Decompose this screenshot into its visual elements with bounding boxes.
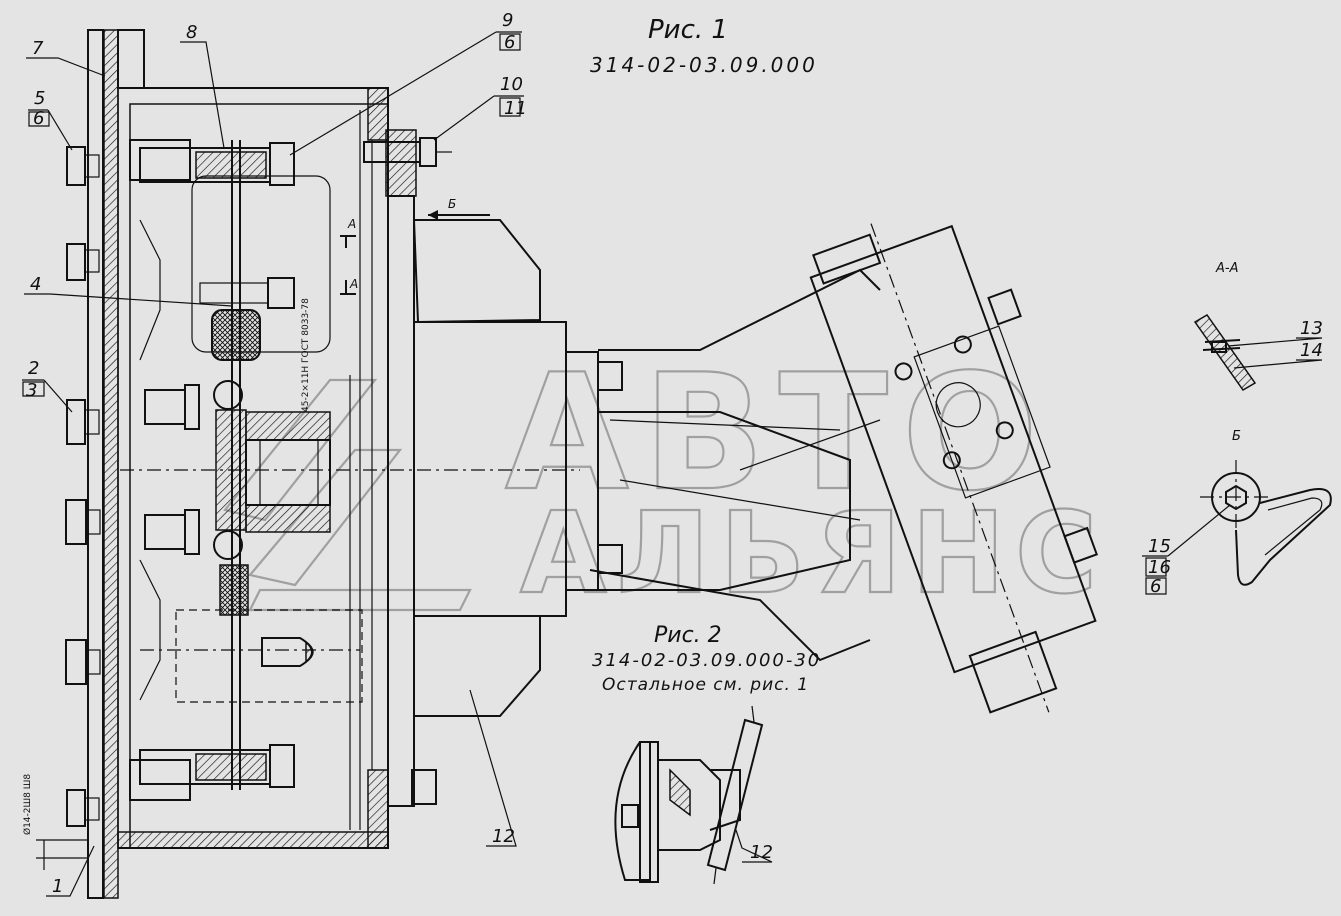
callout-8: 8: [186, 22, 197, 43]
section-aa: А-А: [1193, 261, 1257, 391]
view-b: Б: [1200, 429, 1332, 586]
callout-14: 14: [1300, 340, 1323, 361]
arrow-a-bottom-label: А: [349, 277, 358, 291]
housing: [117, 87, 389, 849]
callout-4: 4: [30, 274, 41, 295]
callout-15-sub2: 6: [1150, 576, 1161, 597]
callout-12-main: 12: [492, 826, 515, 847]
figure2-code: 314-02-03.09.000-30: [592, 650, 821, 671]
hub: [245, 411, 331, 533]
callout-5: 5: [34, 88, 45, 109]
mounting-plate: [87, 29, 145, 899]
callout-9-sub: 6: [504, 32, 515, 53]
callout-12-fig2: 12: [750, 842, 773, 863]
callout-10-sub: 11: [504, 98, 527, 119]
internal-bolts: [139, 142, 314, 788]
watermark: АВТО АЛЬЯНС: [223, 338, 1107, 620]
section-aa-title: А-А: [1215, 261, 1238, 276]
callout-2: 2: [28, 358, 39, 379]
adapter-flange: [363, 129, 452, 807]
arrow-a-top-label: А: [347, 217, 356, 231]
figure1-code: 314-02-03.09.000: [590, 53, 818, 77]
callout-13: 13: [1300, 318, 1323, 339]
diameter-dimension: Ø14-2Ш8 Ш8: [22, 774, 33, 835]
callout-9: 9: [502, 10, 513, 31]
callout-7: 7: [32, 38, 44, 59]
plate-bolts: [65, 146, 101, 827]
figure2-view: [614, 705, 764, 885]
callout-1: 1: [52, 876, 63, 897]
figure1-title: Рис. 1: [648, 15, 728, 45]
callout-15-sub: 16: [1148, 557, 1171, 578]
watermark-line1: АВТО: [505, 339, 1052, 526]
arrow-b-label: Б: [448, 197, 456, 211]
callout-10: 10: [500, 74, 523, 95]
hydraulic-motor: [809, 223, 1099, 714]
clutch-disc: [175, 140, 363, 790]
view-b-title: Б: [1232, 429, 1241, 444]
callout-15: 15: [1148, 536, 1171, 557]
figure2-note: Остальное см. рис. 1: [602, 675, 809, 695]
pump-body: [412, 219, 881, 717]
spec-note: 45-2×11Н ГОСТ 8033-78: [301, 298, 311, 412]
callout-5-sub: 6: [33, 108, 44, 129]
dimension-lines: [36, 839, 88, 870]
callouts: 7 5 6 2 3 4 8 9 6 10 11 13 14 15 16 6 12: [22, 10, 1323, 897]
watermark-line2: АЛЬЯНС: [520, 489, 1107, 619]
figure2-title: Рис. 2: [654, 623, 722, 648]
section-arrows: А А Б: [340, 197, 490, 295]
callout-2-sub: 3: [26, 380, 37, 401]
